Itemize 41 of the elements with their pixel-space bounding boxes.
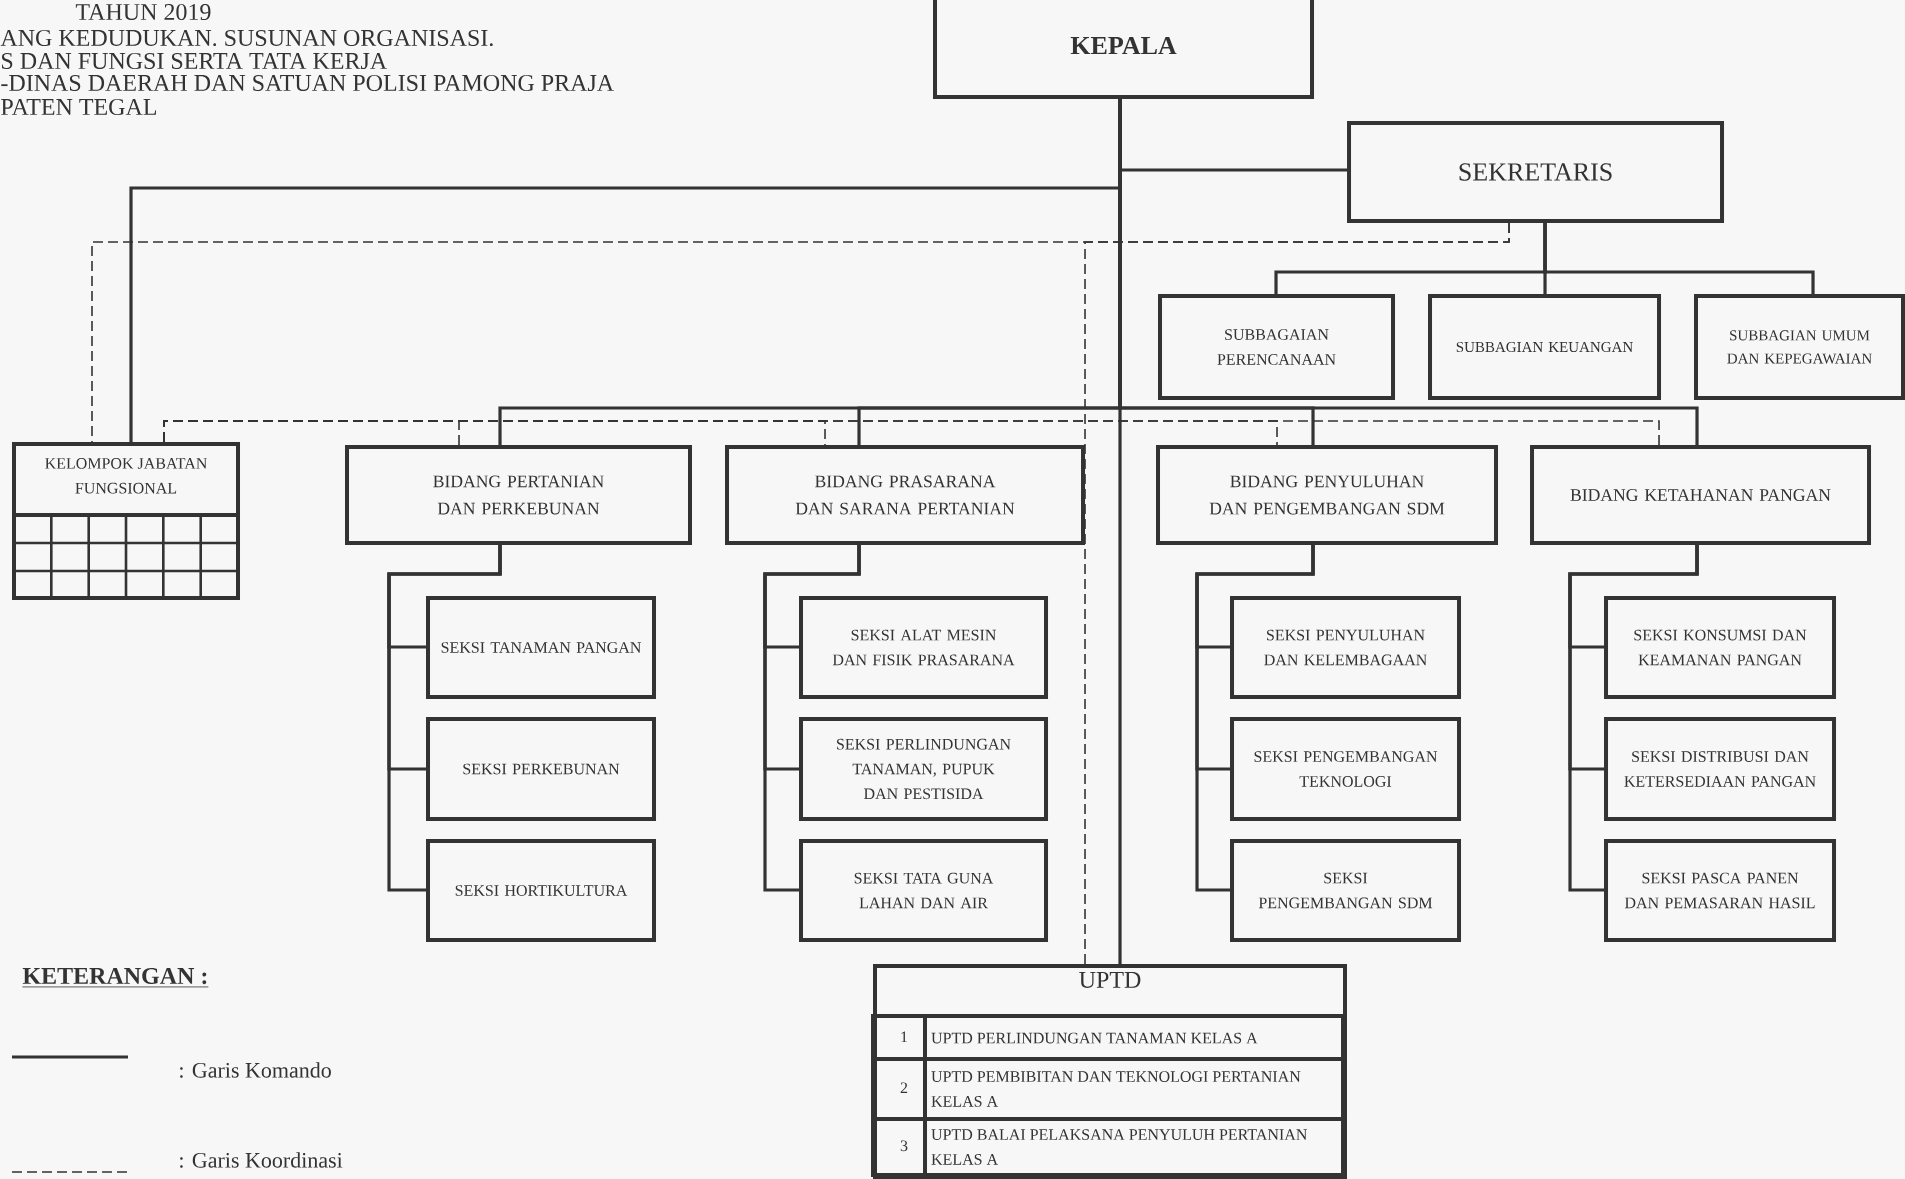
- connector-line: [1195, 545, 1315, 892]
- connector-line: [1084, 222, 1510, 965]
- unit-box: BIDANG PENYULUHAN DAN PENGEMBANGAN SDM: [1156, 445, 1498, 545]
- unit-box: SEKSI ALAT MESIN DAN FISIK PRASARANA: [799, 596, 1048, 699]
- unit-box: SEKSI KONSUMSI DAN KEAMANAN PANGAN: [1604, 596, 1836, 699]
- unit-box: SUBBAGIAN KEUANGAN: [1428, 294, 1661, 400]
- connector-line: [763, 545, 861, 892]
- unit-box: SUBBAGIAN UMUM DAN KEPEGAWAIAN: [1694, 294, 1905, 400]
- table-row: 3 UPTD BALAI PELAKSANA PENYULUH PERTANIAN KELAS A: [871, 1117, 1345, 1177]
- table-row: 2 UPTD PEMBIBITAN DAN TEKNOLOGI PERTANIAN KELAS A: [871, 1057, 1345, 1121]
- unit-box: BIDANG PERTANIAN DAN PERKEBUNAN: [345, 445, 692, 545]
- header-text: PATEN TEGAL: [1, 98, 157, 116]
- legend-text: : Garis Koordinasi: [180, 1152, 343, 1168]
- unit-box: SEKSI HORTIKULTURA: [426, 839, 656, 942]
- legend-heading: KETERANGAN :: [22, 967, 209, 988]
- unit-box: BIDANG KETAHANAN PANGAN: [1530, 445, 1871, 545]
- head-box: KEPALA: [933, 0, 1314, 99]
- unit-box: SEKSI PENGEMBANGAN TEKNOLOGI: [1230, 717, 1461, 821]
- unit-box: SEKSI DISTRIBUSI DAN KETERSEDIAAN PANGAN: [1604, 717, 1836, 821]
- group-table: KELOMPOK JABATAN FUNGSIONAL: [12, 442, 240, 600]
- header-text: TAHUN 2019: [75, 3, 211, 21]
- unit-box: SEKSI PERLINDUNGAN TANAMAN, PUPUK DAN PESTISIDA: [799, 717, 1048, 821]
- unit-box: SEKSI PASCA PANEN DAN PEMASARAN HASIL: [1604, 839, 1836, 942]
- connector-line: [163, 420, 1660, 446]
- connector-line: [387, 545, 502, 892]
- header-text: S DAN FUNGSI SERTA TATA KERJA: [2, 52, 387, 70]
- unit-box: SEKSI TANAMAN PANGAN: [426, 596, 656, 699]
- connector-line: [1118, 99, 1122, 964]
- unit-box: SEKSI PENYULUHAN DAN KELEMBAGAAN: [1230, 596, 1461, 699]
- connector-line: [1543, 223, 1815, 294]
- unit-box: SEKSI PERKEBUNAN: [426, 717, 656, 821]
- legend-text: : Garis Komando: [180, 1062, 331, 1078]
- unit-box: BIDANG PRASARANA DAN SARANA PERTANIAN: [725, 445, 1085, 545]
- header-text: -DINAS DAERAH DAN SATUAN POLISI PAMONG PRAJA: [1, 74, 614, 92]
- header-text: ANG KEDUDUKAN. SUSUNAN ORGANISASI.: [0, 29, 493, 47]
- table-row: 1 UPTD PERLINDUNGAN TANAMAN KELAS A: [871, 1014, 1345, 1061]
- connector-line: [1568, 545, 1699, 892]
- unit-box: SUBBAGAIAN PERENCANAAN: [1158, 294, 1395, 400]
- unit-box: SEKRETARIS: [1347, 121, 1724, 223]
- unit-box: SEKSI TATA GUNA LAHAN DAN AIR: [799, 839, 1048, 942]
- unit-box: SEKSI PENGEMBANGAN SDM: [1230, 839, 1461, 942]
